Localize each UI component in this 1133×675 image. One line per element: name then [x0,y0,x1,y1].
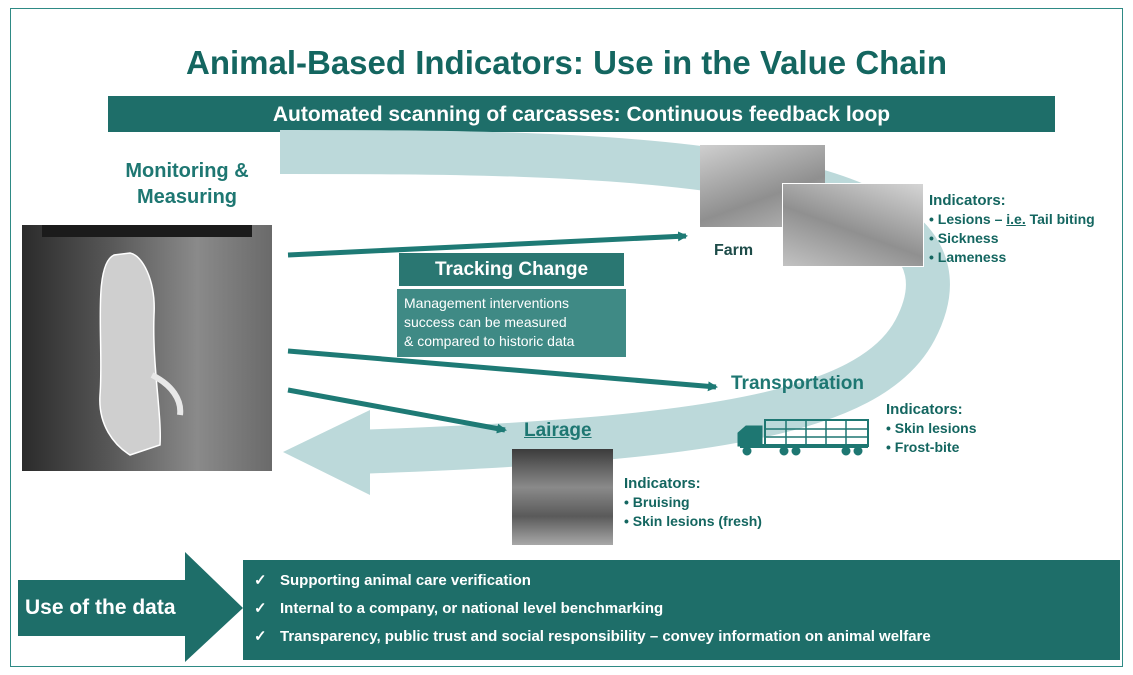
tracking-text-line: success can be measured [404,314,567,330]
arrow-to-lairage [287,387,507,434]
monitoring-measuring-label: Monitoring & Measuring [92,158,282,210]
monitoring-line-2: Measuring [136,186,238,208]
monitoring-line-1: Monitoring & [125,160,249,182]
page-title: Animal-Based Indicators: Use in the Valu… [185,44,947,81]
lairage-indicators-title: Indicators: [624,475,701,492]
farm-indicator-item: Lesions – i.e. Tail biting [929,210,1095,229]
carcass-outline [42,225,252,456]
transportation-indicator-item: Skin lesions [886,419,977,438]
lairage-photo [512,449,613,545]
stage-transportation-label: Transportation [731,373,865,394]
tracking-change-box: Tracking Change [399,253,624,286]
farm-indicator-item: Lameness [929,248,1095,267]
stage-lairage-label: Lairage [524,420,592,441]
tracking-text-line: & compared to historic data [404,333,575,349]
feedback-loop-arrowhead [283,410,370,495]
lairage-indicators: Indicators: Bruising Skin lesions (fresh… [624,474,762,531]
feedback-loop-band [279,129,950,474]
lairage-indicator-item: Skin lesions (fresh) [624,512,762,531]
pigs-photo-closeup [782,183,924,267]
management-interventions-box: Management interventions success can be … [397,289,626,357]
banner-text: Automated scanning of carcasses: Continu… [272,103,891,126]
banner-bar [108,96,1055,132]
truck-icon [737,419,869,456]
check-icon: ✓ [254,628,267,645]
check-icon: ✓ [254,572,267,589]
use-of-data-arrow [18,552,243,662]
use-of-data-list: ✓Supporting animal care verification ✓In… [254,567,931,651]
transportation-indicator-item: Frost-bite [886,438,977,457]
use-of-data-label: Use of the data [25,596,176,619]
arrow-to-transportation [287,348,718,392]
use-item: ✓Internal to a company, or national leve… [254,595,931,623]
transportation-indicators-title: Indicators: [886,401,963,418]
use-item: ✓Supporting animal care verification [254,567,931,595]
stage-farm-label: Farm [714,242,754,259]
arrow-to-farm [287,231,688,258]
check-icon: ✓ [254,600,267,617]
transportation-indicators: Indicators: Skin lesions Frost-bite [886,400,977,457]
use-of-data-box [243,560,1120,660]
farm-indicators-title: Indicators: [929,192,1006,209]
use-item: ✓Transparency, public trust and social r… [254,623,931,651]
tracking-text-line: Management interventions [404,295,569,311]
carcass-photo [22,225,272,471]
lairage-indicator-item: Bruising [624,493,762,512]
farm-indicator-item: Sickness [929,229,1095,248]
farm-indicators: Indicators: Lesions – i.e. Tail biting S… [929,191,1095,267]
slide-frame [10,8,1123,667]
